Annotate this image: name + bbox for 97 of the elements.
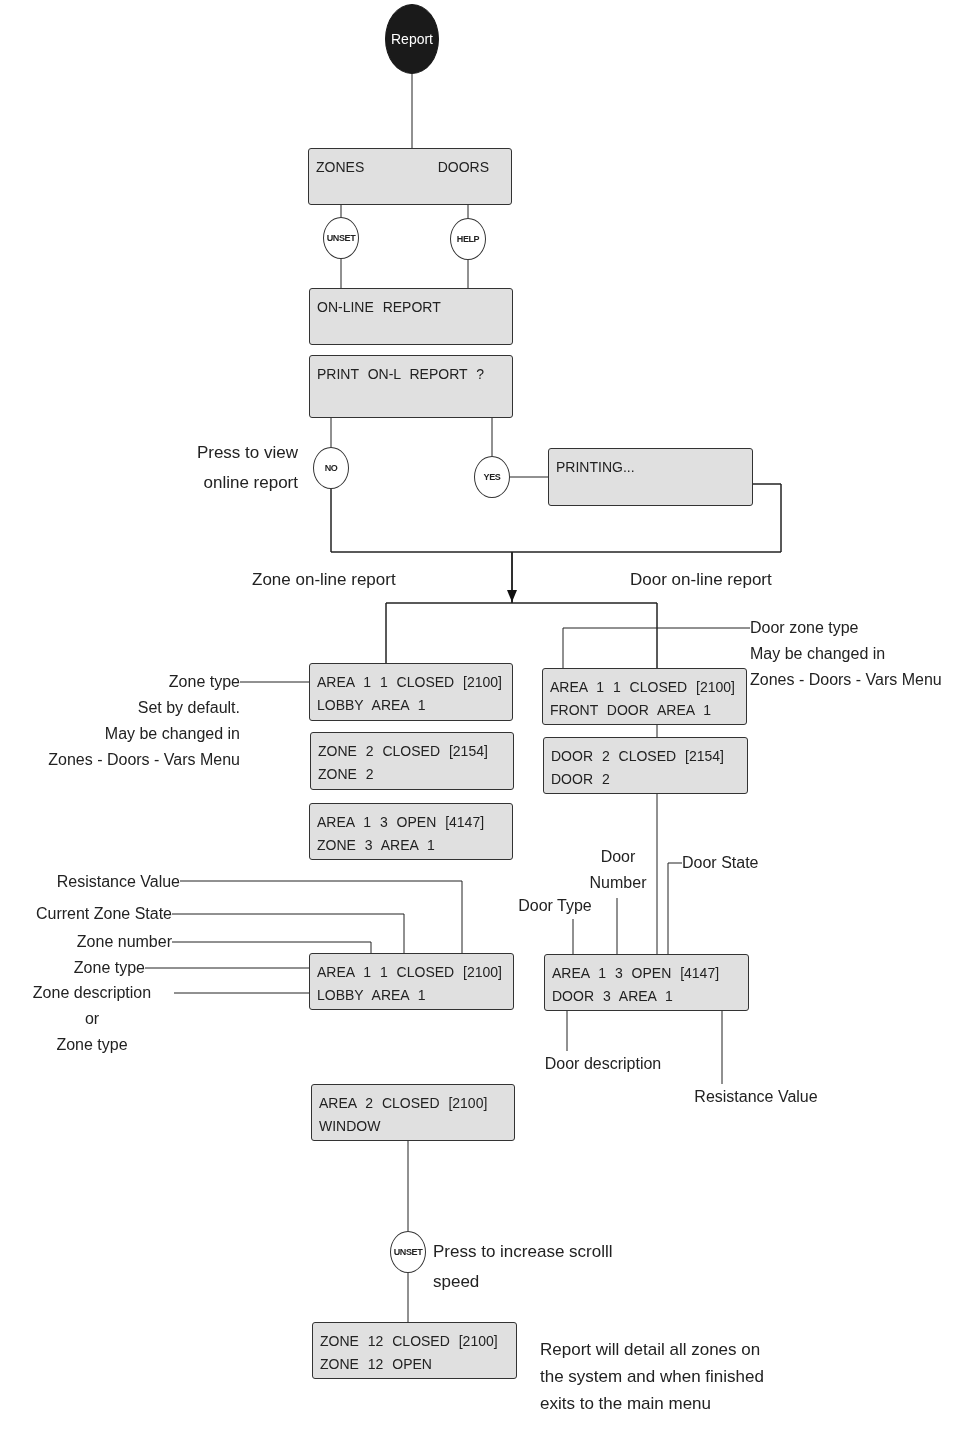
- lcd-display: [310, 732, 514, 790]
- note-text: Zone on-line report: [252, 569, 397, 591]
- note-text: Door on-line report: [630, 569, 773, 591]
- leader-line: [239, 681, 310, 683]
- leader-line: [566, 1010, 568, 1052]
- annotation-text: Zone description: [31, 983, 153, 1003]
- display-text: AREA 1 1 CLOSED [2100]: [550, 678, 736, 697]
- display-text: DOOR 3 AREA 1: [552, 987, 674, 1006]
- annotation-text: Set by default.: [136, 698, 240, 718]
- lcd-display: [309, 953, 514, 1010]
- lcd-display: [312, 1322, 517, 1379]
- display-text: ZONE 3 AREA 1: [317, 836, 436, 855]
- lcd-display: [311, 1084, 515, 1141]
- annotation-text: Zone type: [167, 672, 240, 692]
- lcd-display: [542, 668, 747, 725]
- annotation-text: Zone number: [75, 932, 172, 952]
- leader-line: [721, 1010, 723, 1085]
- leader-line: [667, 862, 683, 955]
- annotation-text: Zone type: [72, 958, 145, 978]
- connector-line: [407, 1140, 409, 1232]
- lcd-display: [309, 355, 513, 418]
- annotation-text: Door State: [682, 853, 760, 873]
- display-text: PRINTING...: [556, 458, 636, 477]
- arrowhead: [507, 590, 517, 602]
- key-label: HELP: [456, 234, 480, 244]
- display-text: DOORS: [437, 158, 489, 177]
- annotation-text: Resistance Value: [693, 1087, 819, 1107]
- display-text: ZONE 12 CLOSED [2100]: [320, 1332, 499, 1351]
- display-text: DOOR 2: [551, 770, 611, 789]
- leader-line: [179, 880, 463, 954]
- display-text: LOBBY AREA 1: [317, 986, 427, 1005]
- display-text: AREA 1 1 CLOSED [2100]: [317, 963, 503, 982]
- lcd-display: [544, 954, 749, 1011]
- instruction-text: Press to increase scrolll speed: [433, 1241, 614, 1293]
- instruction-text: Press to view online report: [195, 442, 298, 494]
- annotation-text: Door Type: [517, 896, 593, 916]
- connector-line: [330, 417, 332, 448]
- connector-line: [467, 204, 469, 219]
- leader-line: [144, 967, 310, 969]
- connector-line: [411, 73, 413, 149]
- leader-line: [173, 992, 310, 994]
- leader-line: [171, 913, 405, 954]
- display-text: AREA 1 3 OPEN [4147]: [317, 813, 486, 832]
- lcd-display: [309, 288, 513, 345]
- display-text: PRINT ON-L REPORT ?: [317, 365, 485, 384]
- leader-line: [562, 627, 751, 669]
- key-circle: [313, 447, 349, 489]
- key-label: Report: [391, 31, 433, 47]
- key-circle: [323, 217, 359, 259]
- lcd-display: [308, 148, 512, 205]
- connector-line: [340, 204, 342, 218]
- annotation-text: Resistance Value: [55, 872, 180, 892]
- display-text: DOOR 2 CLOSED [2154]: [551, 747, 725, 766]
- leader-line: [616, 897, 618, 955]
- annotation-text: Door Number: [588, 847, 648, 893]
- display-text: ON-LINE REPORT: [317, 298, 442, 317]
- display-text: ZONE 2 CLOSED [2154]: [318, 742, 489, 761]
- lcd-display: [309, 663, 513, 721]
- display-text: AREA 1 1 CLOSED [2100]: [317, 673, 503, 692]
- lcd-display: [309, 803, 513, 860]
- annotation-text: May be changed in: [750, 644, 887, 664]
- connector-line: [491, 417, 493, 457]
- key-circle: [450, 218, 486, 260]
- key-circle: [390, 1231, 426, 1273]
- connector-line: [511, 483, 782, 669]
- key-label: NO: [324, 463, 338, 473]
- lcd-display: [548, 448, 753, 506]
- key-circle: [474, 456, 510, 498]
- connector-line: [467, 259, 469, 289]
- display-text: AREA 2 CLOSED [2100]: [319, 1094, 489, 1113]
- display-text: WINDOW: [319, 1117, 382, 1136]
- leader-line: [572, 918, 574, 955]
- display-text: ZONE 2: [318, 765, 375, 784]
- display-text: ZONES: [316, 158, 365, 177]
- connector-line: [509, 476, 549, 478]
- annotation-text: Door description: [543, 1054, 663, 1074]
- annotation-text: Door zone type: [750, 618, 860, 638]
- display-text: FRONT DOOR AREA 1: [550, 701, 712, 720]
- display-text: AREA 1 3 OPEN [4147]: [552, 964, 721, 983]
- lcd-display: [543, 737, 748, 794]
- key-label: UNSET: [326, 233, 356, 243]
- connector-line: [656, 793, 658, 955]
- connector-line: [656, 724, 658, 738]
- leader-line: [171, 941, 372, 954]
- note-text: Report will detail all zones on the system and when finished exits to the main menu: [540, 1339, 765, 1415]
- connector-line: [407, 1272, 409, 1323]
- annotation-text: Zone type: [55, 1035, 129, 1055]
- annotation-text: May be changed in: [103, 724, 240, 744]
- connector-line: [340, 258, 342, 289]
- display-text: LOBBY AREA 1: [317, 696, 427, 715]
- key-label: UNSET: [393, 1247, 423, 1257]
- display-text: ZONE 12 OPEN: [320, 1355, 433, 1374]
- annotation-text: Current Zone State: [34, 904, 172, 924]
- annotation-text: or: [83, 1009, 101, 1029]
- key-label: YES: [483, 472, 501, 482]
- annotation-text: Zones - Doors - Vars Menu: [750, 670, 943, 690]
- annotation-text: Zones - Doors - Vars Menu: [47, 750, 240, 770]
